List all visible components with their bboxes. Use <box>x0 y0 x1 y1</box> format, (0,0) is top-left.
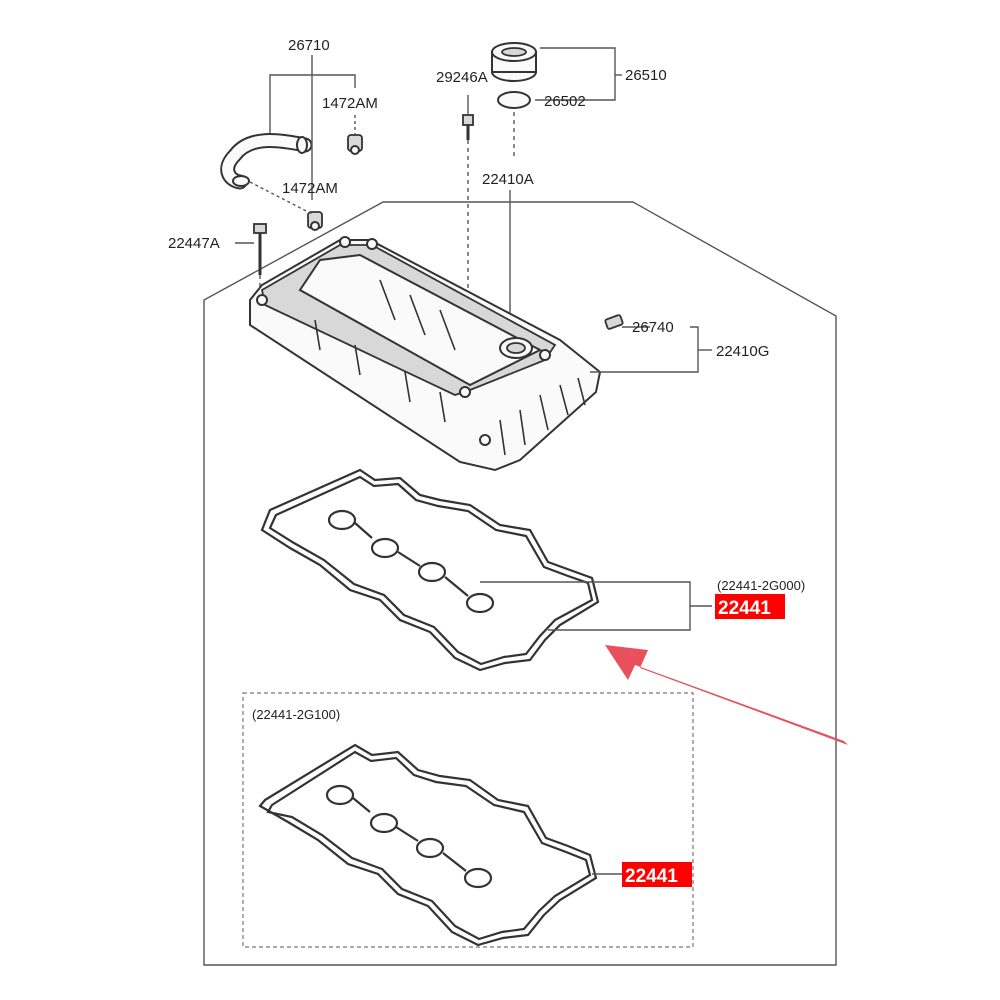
label-oil-cap: 26510 <box>625 67 667 84</box>
breather-hose <box>220 133 313 190</box>
label-cap-seal: 26502 <box>544 93 586 110</box>
hose-clip-upper <box>347 134 363 155</box>
label-gasket-variant-a: (22441-2G000) <box>717 578 805 593</box>
gasket-a <box>260 468 600 672</box>
variant-b-dashed-box <box>242 692 694 948</box>
oil-filler-cap <box>491 42 537 82</box>
long-bolt <box>462 114 474 140</box>
exploded-view-boundary <box>203 201 837 966</box>
cap-seal-ring <box>497 91 531 109</box>
label-bolt-long: 29246A <box>436 69 488 86</box>
label-gasket-a: 22441 <box>718 598 771 619</box>
label-clip-lower: 1472AM <box>282 180 338 197</box>
highlight-arrow <box>605 645 848 745</box>
label-hose: 26710 <box>288 37 330 54</box>
label-clip-upper: 1472AM <box>322 95 378 112</box>
valve-cover <box>249 236 602 472</box>
sensor <box>604 314 624 330</box>
gasket-a-highlight <box>715 594 785 619</box>
side-bolt <box>253 223 267 275</box>
label-sensor: 26740 <box>632 319 674 336</box>
label-cover-sub: 22410G <box>716 343 769 360</box>
label-gasket-variant-b: (22441-2G100) <box>252 707 340 722</box>
label-bolt-side: 22447A <box>168 235 220 252</box>
gasket-b <box>258 743 598 947</box>
hose-clip-lower <box>307 211 323 231</box>
label-gasket-b: 22441 <box>625 866 678 887</box>
label-cover-assy: 22410A <box>482 171 534 188</box>
gasket-b-highlight <box>622 862 692 887</box>
